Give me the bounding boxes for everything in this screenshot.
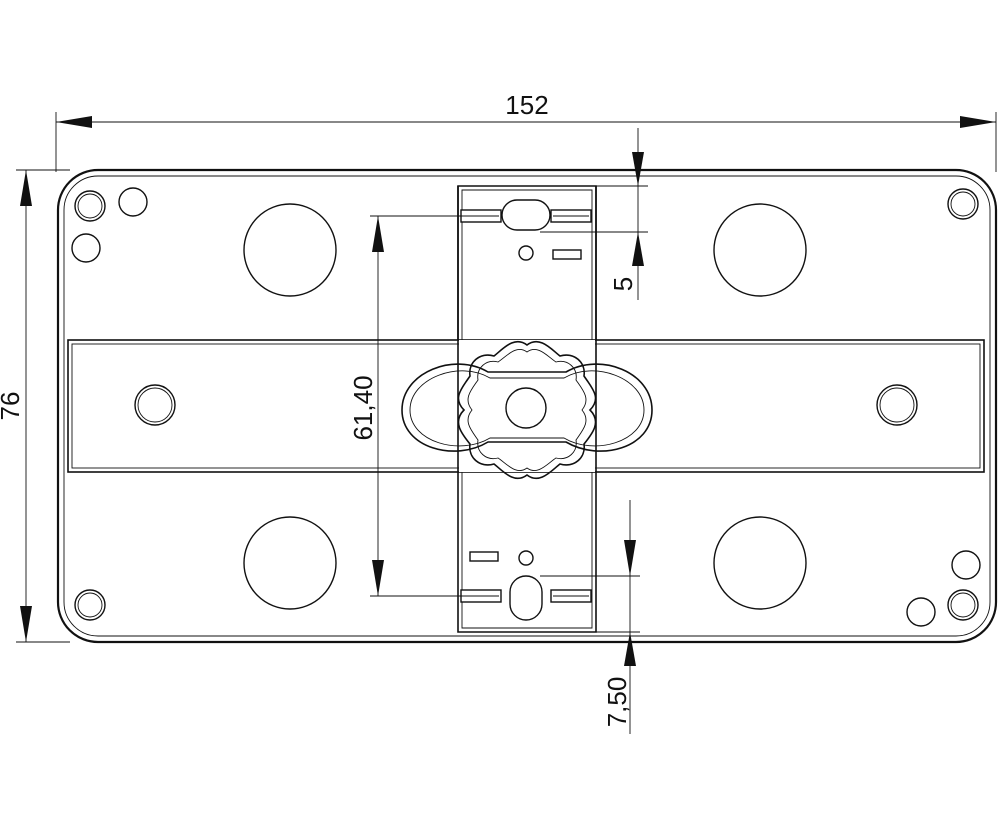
- bar-side-holes: [134, 384, 918, 426]
- dimension-overall-height: 76: [0, 169, 70, 643]
- dimension-label-height: 76: [0, 392, 25, 421]
- bottom-slot-features: [460, 550, 592, 621]
- dimension-label-bottom-offset: 7,50: [602, 677, 632, 728]
- large-holes: [243, 203, 807, 610]
- dimension-overall-width: 152: [55, 90, 997, 172]
- dimension-bottom-offset: 7,50: [540, 500, 640, 734]
- dimension-top-offset: 5: [540, 128, 648, 300]
- dimension-label-width: 152: [505, 90, 548, 120]
- corner-holes: [71, 187, 981, 627]
- dimension-label-top-offset: 5: [608, 277, 638, 291]
- center-hub: [401, 340, 653, 480]
- plate-outline: [56, 168, 998, 644]
- top-slot-features: [460, 199, 592, 261]
- dimension-slot-spacing: 61,40: [348, 215, 466, 597]
- dimension-label-slot-spacing: 61,40: [348, 375, 378, 440]
